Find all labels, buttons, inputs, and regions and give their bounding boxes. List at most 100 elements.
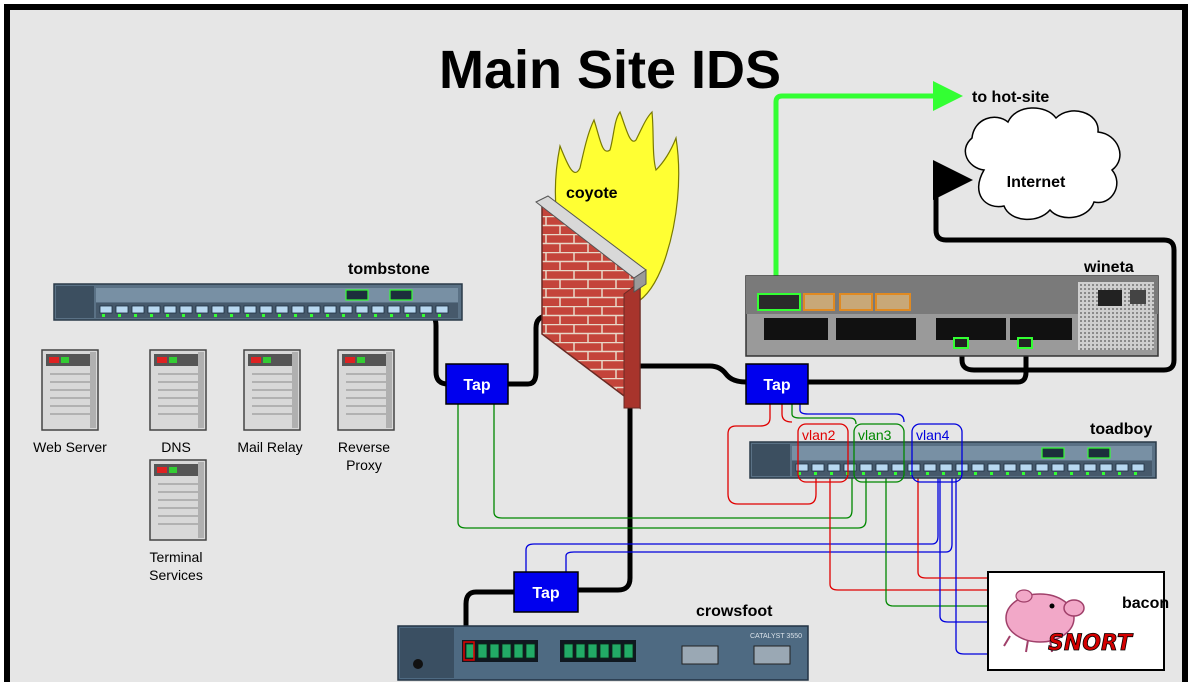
port-led (1102, 472, 1105, 475)
switch-port (611, 643, 622, 659)
server-tower-icon (243, 349, 301, 431)
port-led (294, 314, 297, 317)
vlan3-loop (791, 402, 857, 425)
server-label-terminal-1: Terminal (150, 549, 203, 565)
vlan2-label: vlan2 (802, 427, 836, 443)
switch-port (859, 463, 873, 472)
crowsfoot-switch[interactable]: CATALYST 3550 (397, 625, 809, 681)
switch-port (939, 463, 953, 472)
switch-port (355, 305, 369, 314)
port-led (830, 472, 833, 475)
port-led (182, 314, 185, 317)
switch-port (923, 463, 937, 472)
bacon-sensor[interactable]: SNORT (987, 571, 1165, 671)
switch-port (147, 305, 161, 314)
monitor-line-green-2 (493, 404, 853, 519)
server-tower-icon (41, 349, 99, 431)
switch-port (291, 305, 305, 314)
switch-port (971, 463, 985, 472)
port-led (1038, 472, 1041, 475)
switch-port (891, 463, 905, 472)
wineta-appliance[interactable] (745, 275, 1159, 357)
switch-port (1115, 463, 1129, 472)
port-led (990, 472, 993, 475)
vlan4-label: vlan4 (916, 427, 950, 443)
switch-port (827, 463, 841, 472)
cable-tombstone-tap (427, 311, 449, 387)
port-led (798, 472, 801, 475)
tap-3-label: Tap (532, 585, 559, 602)
port-led (1054, 472, 1057, 475)
bacon-link-blue (939, 478, 990, 623)
switch-port (227, 305, 241, 314)
tap-box-3[interactable]: Tap (513, 571, 579, 613)
server-tower-icon (337, 349, 395, 431)
server-tower-icon (149, 349, 207, 431)
switch-port (489, 643, 500, 659)
switch-port (1067, 463, 1081, 472)
vlan3-label: vlan3 (858, 427, 892, 443)
port-led (862, 472, 865, 475)
switch-port (195, 305, 209, 314)
wineta-label: wineta (1083, 259, 1134, 276)
cable-hot-site (773, 81, 963, 296)
crowsfoot-model-badge: CATALYST 3550 (750, 633, 802, 640)
port-led (974, 472, 977, 475)
tap-1-label: Tap (463, 377, 490, 394)
switch-port (811, 463, 825, 472)
port-led (1118, 472, 1121, 475)
switch-port (575, 643, 586, 659)
bacon-link-green (885, 478, 990, 607)
port-led (926, 472, 929, 475)
coyote-label: coyote (566, 185, 618, 202)
port-led (894, 472, 897, 475)
port-led (230, 314, 233, 317)
switch-port (259, 305, 273, 314)
tap-box-1[interactable]: Tap (445, 363, 509, 405)
tombstone-switch[interactable] (53, 283, 463, 321)
switch-port (599, 643, 610, 659)
vlan3-box (853, 423, 905, 483)
server-label-mail: Mail Relay (237, 439, 302, 455)
switch-port (131, 305, 145, 314)
switch-port (501, 643, 512, 659)
port-led (342, 314, 345, 317)
internet-cloud-icon[interactable] (964, 107, 1121, 220)
switch-port (115, 305, 129, 314)
port-led (390, 314, 393, 317)
toadboy-label: toadboy (1090, 421, 1152, 438)
switch-port (275, 305, 289, 314)
switch-port (1131, 463, 1145, 472)
switch-port (875, 463, 889, 472)
cable-firewall-tap (636, 363, 747, 385)
tap-box-2[interactable]: Tap (745, 363, 809, 405)
port-led (1086, 472, 1089, 475)
port-led (150, 314, 153, 317)
vlan2-loop-outer (727, 402, 817, 505)
switch-port (1003, 463, 1017, 472)
bacon-link-red-2 (917, 478, 990, 579)
port-led (278, 314, 281, 317)
toadboy-switch[interactable] (749, 441, 1157, 479)
server-label-reverse-2: Proxy (346, 457, 382, 473)
cable-wineta-internet (933, 160, 1177, 373)
port-led (1134, 472, 1137, 475)
port-led (814, 472, 817, 475)
switch-port (323, 305, 337, 314)
server-label-dns: DNS (161, 439, 191, 455)
switch-port (163, 305, 177, 314)
server-label-reverse-1: Reverse (338, 439, 390, 455)
coyote-firewall-icon[interactable] (535, 110, 680, 410)
cable-firewall-tap-lower (578, 408, 633, 593)
switch-port (587, 643, 598, 659)
switch-port (435, 305, 449, 314)
switch-port (513, 643, 524, 659)
switch-port (477, 643, 488, 659)
monitor-line-green-1 (457, 404, 867, 529)
port-led (958, 472, 961, 475)
server-tower-icon (149, 459, 207, 541)
bacon-link-blue-2 (955, 478, 990, 655)
monitor-line-blue-2 (565, 478, 953, 572)
tombstone-label: tombstone (348, 261, 430, 278)
port-led (246, 314, 249, 317)
